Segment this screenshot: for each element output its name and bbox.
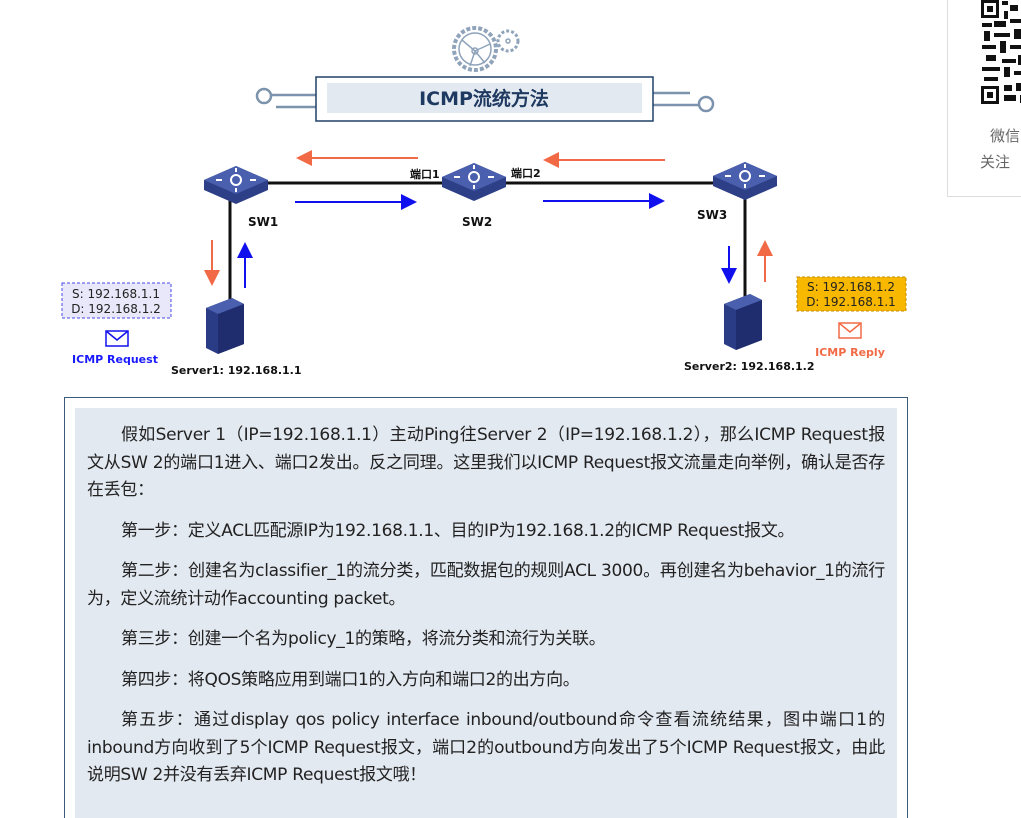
server2-icon	[724, 294, 762, 350]
section-title: ICMP流统方法	[419, 87, 549, 110]
sw2-label: SW2	[462, 215, 492, 229]
reply-dst: D: 192.168.1.1	[806, 295, 896, 309]
paragraph-step-5: 第五步：通过display qos policy interface inbou…	[87, 710, 885, 785]
reply-packet-box	[796, 276, 907, 312]
server1-label: Server1: 192.168.1.1	[171, 364, 302, 377]
port2-label: 端口2	[511, 166, 541, 180]
title-connector-right	[653, 91, 715, 113]
request-packet-box	[61, 282, 172, 319]
network-diagram: ICMP流统方法 SW1 SW2 SW3 端口1 端口2 Server1: 19…	[61, 26, 907, 377]
server1-icon	[206, 298, 244, 354]
paragraph-step-2: 第二步：创建名为classifier_1的流分类，匹配数据包的规则ACL 300…	[87, 561, 885, 609]
reply-src: S: 192.168.1.2	[807, 280, 895, 294]
gear-icon	[452, 26, 520, 72]
switch-sw1-icon	[203, 165, 269, 205]
request-src: S: 192.168.1.1	[72, 287, 160, 301]
server2-label: Server2: 192.168.1.2	[684, 360, 815, 373]
request-label: ICMP Request	[72, 353, 158, 366]
qr-caption-1: 微信	[990, 127, 1021, 145]
title-connector-left	[255, 87, 317, 109]
port1-label: 端口1	[410, 167, 440, 181]
switch-sw3-icon	[712, 161, 778, 201]
reply-label: ICMP Reply	[815, 346, 885, 359]
sw1-label: SW1	[248, 215, 278, 229]
envelope-icon	[838, 322, 862, 339]
request-dst: D: 192.168.1.2	[71, 302, 161, 316]
sw3-label: SW3	[697, 208, 727, 222]
qr-sidebar: 微信 关注	[947, 0, 1021, 197]
qr-caption-2: 关注	[980, 153, 1011, 171]
article-box: 假如Server 1（IP=192.168.1.1）主动Ping往Server …	[64, 397, 908, 818]
qr-code-icon	[980, 0, 1021, 105]
paragraph-intro: 假如Server 1（IP=192.168.1.1）主动Ping往Server …	[87, 425, 885, 500]
envelope-icon	[105, 330, 129, 347]
paragraph-step-1: 第一步：定义ACL匹配源IP为192.168.1.1、目的IP为192.168.…	[121, 520, 795, 541]
paragraph-step-3: 第三步：创建一个名为policy_1的策略，将流分类和流行为关联。	[121, 629, 606, 649]
switch-sw2-icon	[441, 162, 507, 202]
paragraph-step-4: 第四步：将QOS策略应用到端口1的入方向和端口2的出方向。	[121, 669, 580, 690]
